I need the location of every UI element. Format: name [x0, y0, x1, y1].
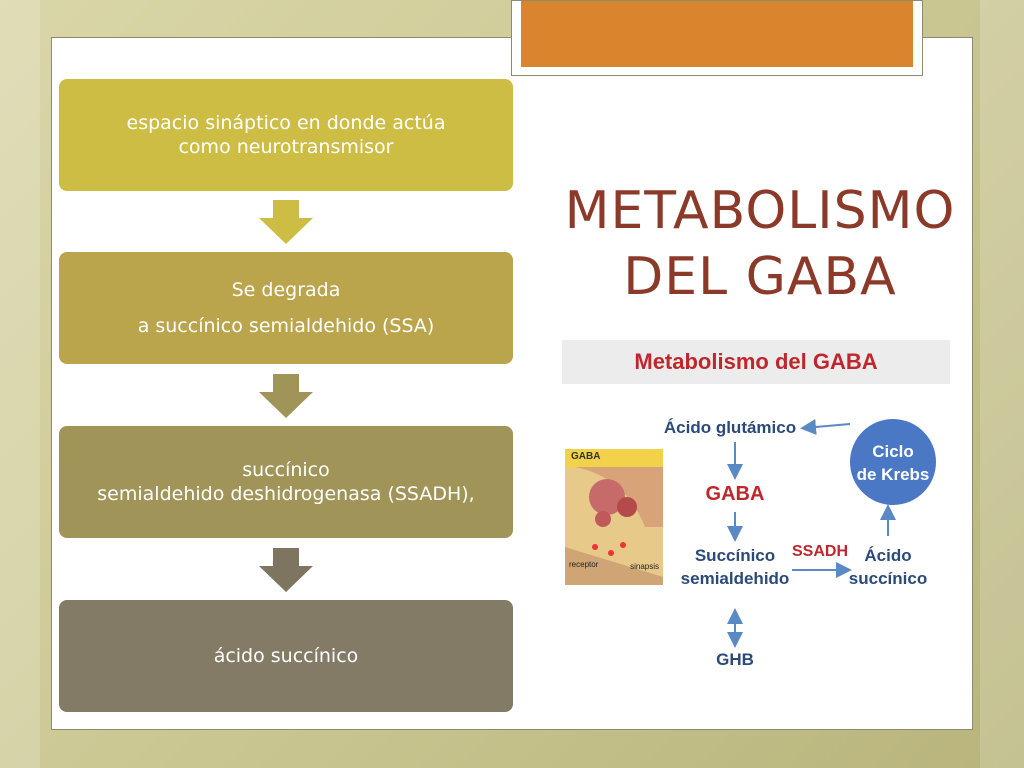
flow-box-text: espacio sináptico en donde actúa	[126, 112, 446, 134]
thumb-gaba-label: GABA	[571, 451, 601, 462]
flow-box-text: succínico	[242, 459, 330, 481]
flow-box-degradation: Se degrada a succínico semialdehido (SSA…	[59, 252, 513, 364]
flow-box-text: semialdehido deshidrogenasa (SSADH),	[97, 483, 475, 505]
figure-banner: Metabolismo del GABA	[562, 340, 950, 384]
flow-box-text: a succínico semialdehido (SSA)	[137, 315, 435, 337]
node-text: Succínico	[694, 546, 776, 565]
synapse-drawing	[565, 467, 663, 585]
down-arrow-icon	[259, 200, 313, 244]
node-text: succínico	[848, 569, 928, 588]
slide-title-line1: METABOLISMO	[564, 181, 956, 241]
flow-box-text: ácido succínico	[213, 645, 359, 667]
node-text: de Krebs	[856, 465, 930, 484]
slide-title: METABOLISMO DEL GABA	[555, 178, 965, 310]
thumb-sinapsis-label: sinapsis	[630, 562, 659, 571]
metabolism-arrows	[727, 418, 936, 648]
flow-box-ssadh: succínico semialdehido deshidrogenasa (S…	[59, 426, 513, 538]
node-ciclo-krebs: Ciclo de Krebs	[848, 440, 938, 486]
slide-title-line2: DEL GABA	[623, 247, 897, 307]
background-stripe	[980, 0, 1024, 768]
node-text: Ácido	[864, 546, 912, 565]
flow-box-succinic-acid: ácido succínico	[59, 600, 513, 712]
down-arrow-icon	[259, 548, 313, 592]
node-acido-succinico: Ácido succínico	[846, 544, 930, 590]
node-text: Ciclo	[872, 442, 914, 461]
synapse-illustration: GABA receptor sinapsis	[565, 449, 663, 585]
node-succinico-semialdehido: Succínico semialdehido	[670, 544, 800, 590]
node-ssadh: SSADH	[791, 543, 848, 560]
down-arrow-icon	[259, 374, 313, 418]
thumb-receptor-label: receptor	[569, 560, 599, 569]
header-tab	[511, 0, 923, 76]
flow-box-text: como neurotransmisor	[178, 136, 394, 158]
flow-box-text: Se degrada	[231, 279, 341, 301]
node-gaba: GABA	[705, 483, 765, 505]
node-text: semialdehido	[680, 569, 790, 588]
node-acido-glutamico: Ácido glutámico	[663, 418, 797, 437]
header-tab-accent	[521, 1, 913, 67]
background-stripe	[0, 0, 40, 768]
flow-box-synaptic-space: espacio sináptico en donde actúa como ne…	[59, 79, 513, 191]
node-ghb: GHB	[716, 650, 754, 669]
